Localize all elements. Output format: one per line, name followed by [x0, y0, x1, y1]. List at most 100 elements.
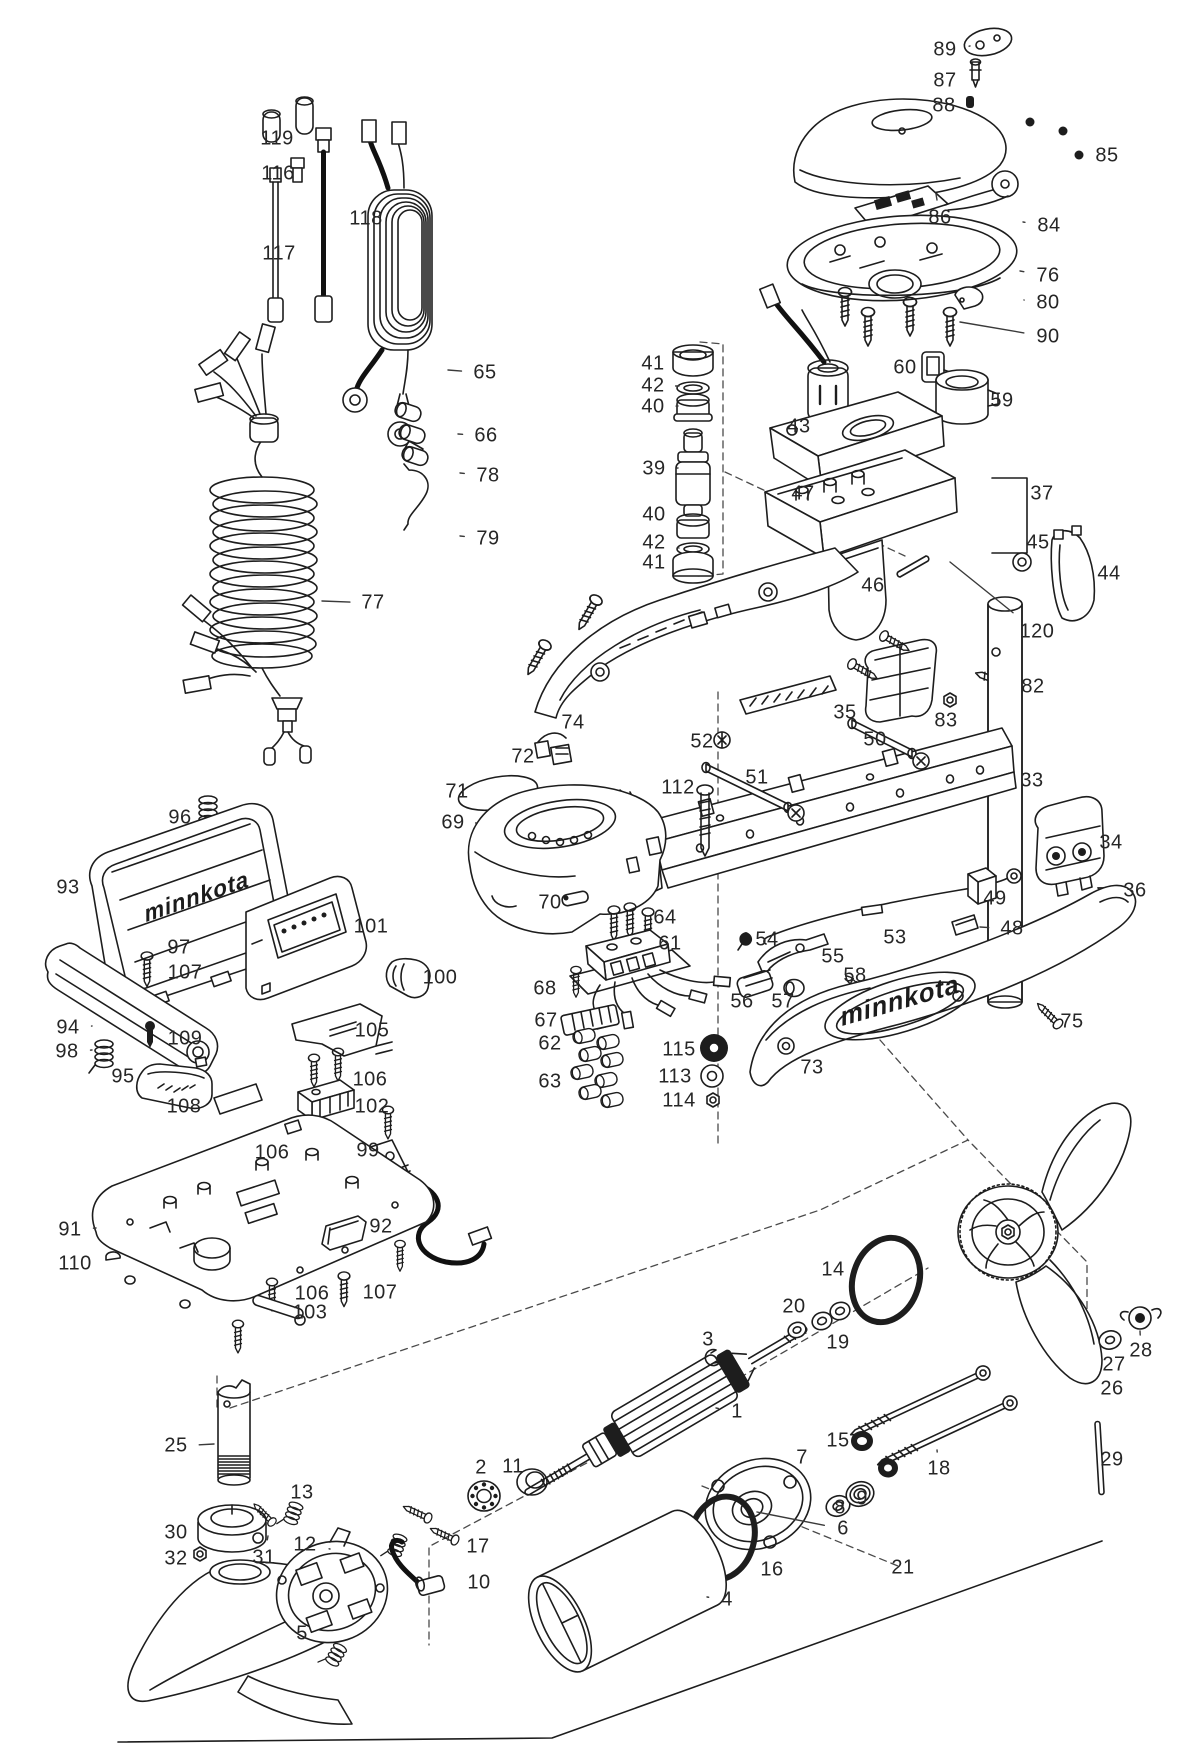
callout-7: 7 [796, 1446, 808, 1469]
part-35-bracket [845, 628, 957, 723]
part-89-decal-plate [963, 27, 1013, 57]
part-2-bearing [467, 1480, 501, 1512]
callout-63: 63 [538, 1070, 562, 1093]
part-4-motor-housing [527, 1509, 727, 1673]
callout-58: 58 [843, 964, 867, 987]
callout-84: 84 [1037, 214, 1061, 237]
callout-107: 107 [167, 961, 203, 984]
callout-95: 95 [111, 1065, 135, 1088]
callout-120: 120 [1019, 620, 1055, 643]
part-53-cable-49-48 [763, 867, 1022, 945]
part-25-shaft-tube [217, 1379, 251, 1486]
callout-75: 75 [1060, 1010, 1084, 1033]
callout-108: 108 [166, 1095, 202, 1118]
callout-49: 49 [983, 887, 1007, 910]
callout-40: 40 [642, 503, 666, 526]
callout-20: 20 [782, 1295, 806, 1318]
callout-27: 27 [1102, 1353, 1126, 1376]
callout-41: 41 [641, 352, 665, 375]
part-45-grommet [1012, 552, 1032, 572]
part-39-42-seal-stack [672, 344, 714, 584]
callout-42: 42 [641, 374, 665, 397]
callout-29: 29 [1100, 1448, 1124, 1471]
callout-41: 41 [642, 551, 666, 574]
callout-2: 2 [475, 1456, 487, 1479]
part-77-coiled-cable [181, 323, 318, 766]
part-88-plug [966, 96, 974, 108]
callout-85: 85 [1095, 144, 1119, 167]
callout-89: 89 [933, 38, 957, 61]
part-69-motor-cover [467, 784, 667, 935]
callout-42: 42 [642, 531, 666, 554]
part-20-19-washers [787, 1301, 851, 1339]
callout-83: 83 [934, 709, 958, 732]
part-117-jumper-wire [267, 167, 284, 323]
callout-10: 10 [467, 1571, 491, 1594]
callout-6: 6 [837, 1517, 849, 1540]
callout-68: 68 [533, 977, 557, 1000]
part-92-bracket [321, 1215, 367, 1251]
part-1-armature [524, 1325, 808, 1496]
callout-11: 11 [502, 1455, 524, 1478]
part-72-clamp [534, 732, 573, 766]
part-116-connector [290, 157, 305, 183]
part-61-terminal-block [569, 902, 732, 1030]
part-12-13-brush-end [275, 1498, 409, 1673]
callout-5: 5 [296, 1622, 308, 1645]
callout-88: 88 [932, 94, 956, 117]
part-34-bracket-36-75 [1032, 796, 1131, 1032]
callout-52: 52 [690, 730, 714, 753]
callout-92: 92 [369, 1215, 393, 1238]
callout-73: 73 [800, 1056, 824, 1079]
callout-67: 67 [534, 1009, 558, 1032]
callout-47: 47 [791, 482, 815, 505]
callout-118: 118 [349, 207, 383, 230]
callout-119: 119 [260, 127, 294, 150]
callout-102: 102 [354, 1095, 390, 1118]
callout-55: 55 [821, 945, 845, 968]
part-80-clip [954, 286, 984, 310]
part-column-tube [987, 596, 1023, 1009]
callout-46: 46 [861, 574, 885, 597]
callout-26: 26 [1100, 1377, 1124, 1400]
callout-80: 80 [1036, 291, 1060, 314]
part-87-pin [969, 58, 982, 88]
callout-116: 116 [261, 162, 295, 185]
part-17-screws [400, 1501, 462, 1547]
callout-99: 99 [356, 1139, 380, 1162]
part-46-pin [896, 555, 930, 578]
callout-50: 50 [863, 728, 887, 751]
callout-57: 57 [771, 990, 795, 1013]
callout-106: 106 [254, 1141, 290, 1164]
part-91-base-plate [91, 1114, 435, 1309]
part-67-68-62-63-brush-parts [560, 965, 625, 1110]
callout-18: 18 [927, 1457, 951, 1480]
part-94-side-cover [44, 942, 219, 1075]
callout-117: 117 [262, 242, 296, 265]
callout-91: 91 [58, 1218, 82, 1241]
callout-25: 25 [164, 1434, 188, 1457]
callout-12: 12 [293, 1533, 317, 1556]
part-115-113-114-washers [700, 1034, 728, 1108]
part-37-tank-assembly [764, 391, 958, 641]
callout-106: 106 [294, 1282, 330, 1305]
callout-1: 1 [731, 1400, 743, 1423]
callout-64: 64 [653, 906, 677, 929]
callout-103: 103 [292, 1301, 328, 1324]
callout-114: 114 [662, 1089, 696, 1112]
callout-13: 13 [290, 1481, 314, 1504]
callout-leader-lines [89, 45, 1141, 1598]
callout-66: 66 [474, 424, 498, 447]
part-86-top-cover [793, 98, 1007, 199]
callout-94: 94 [56, 1016, 80, 1039]
part-65-leadwire-coil [342, 119, 433, 413]
callout-93: 93 [56, 876, 80, 899]
callout-15: 15 [826, 1429, 850, 1452]
callout-56: 56 [730, 990, 754, 1013]
part-26-29-propeller [957, 1102, 1162, 1496]
callout-87: 87 [933, 69, 957, 92]
part-109-pin [145, 1021, 155, 1048]
callout-72: 72 [511, 745, 535, 768]
callout-79: 79 [476, 527, 500, 550]
